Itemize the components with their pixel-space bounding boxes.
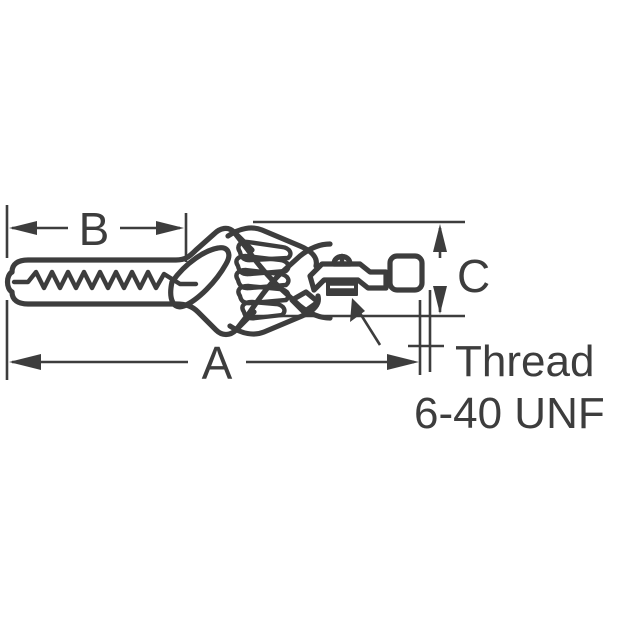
dim-label-b: B [79,203,110,255]
arrowhead-a-left [9,354,41,370]
front-arm-eyelet [168,245,232,310]
dimension-extension-lines [5,205,465,380]
dimension-c: C [433,224,490,314]
flat-tab-terminal [387,253,425,293]
upper-jaw-outline [9,225,255,275]
jaw-tip-cap [4,269,15,295]
thread-note-line-2: 6-40 UNF [414,389,605,438]
dimension-b: B [9,203,184,255]
arrowhead-a-right [387,354,419,370]
arrowhead-thread-leader [350,298,365,322]
jaw-serrations [11,269,199,291]
arrowhead-b-right [156,221,184,235]
spring-coil-5 [240,299,287,321]
leader-line-thread [356,309,382,346]
spring-outer-upper [225,225,319,269]
spring-coil-1 [236,239,293,263]
arrowhead-c-upper [433,224,447,252]
dim-label-c: C [457,250,490,302]
thread-leader [350,298,382,346]
lower-jaw-outline [9,289,257,338]
rear-bent-tab [289,289,321,315]
alligator-clip-part [4,225,425,338]
dim-label-a: A [202,337,233,389]
arrowhead-b-left [9,221,37,235]
coil-spring [234,239,293,321]
arrowhead-c-lower [433,286,447,314]
thread-note-line-1: Thread [455,337,594,386]
dimension-a: A [9,337,419,389]
